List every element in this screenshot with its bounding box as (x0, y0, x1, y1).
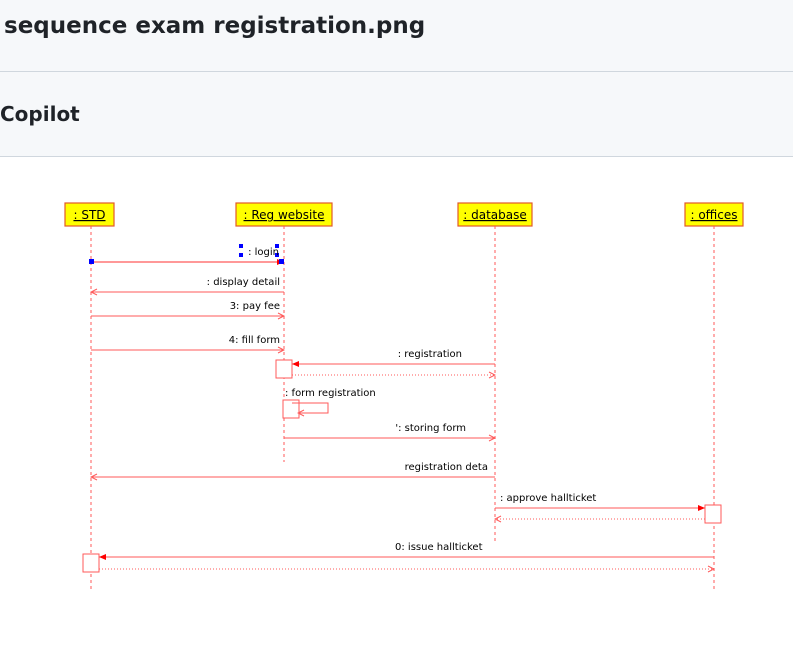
lifeline-offices[interactable]: : offices (684, 202, 744, 227)
message-label: : display detail (207, 277, 280, 288)
message-approve-hallticket[interactable]: : approve hallticket (495, 493, 705, 511)
activation-box (282, 399, 300, 419)
lifeline-database[interactable]: : database (457, 202, 533, 227)
selection-handle (275, 244, 279, 248)
message-fill-form[interactable]: 4: fill form (91, 335, 284, 350)
lifeline-offices-label: : offices (690, 208, 737, 222)
message-label: : login (248, 247, 279, 258)
message-registration-details[interactable]: registration deta (91, 462, 495, 477)
message-label: : registration (398, 349, 462, 360)
lifeline-reg-website[interactable]: : Reg website (235, 202, 333, 227)
selection-handle (239, 244, 243, 248)
selection-handle (239, 253, 243, 257)
message-label: : form registration (285, 388, 376, 399)
message-label: 0: issue hallticket (395, 542, 483, 553)
lifeline-reg-label: : Reg website (244, 208, 325, 222)
message-storing-form[interactable]: ': storing form (284, 423, 495, 438)
selection-handle (275, 253, 279, 257)
message-login[interactable]: : login (89, 244, 284, 265)
copilot-bar: Copilot (0, 72, 793, 157)
selection-handle (279, 259, 284, 264)
file-title: sequence exam registration.png (4, 13, 426, 39)
lifeline-std-label: : STD (73, 208, 105, 222)
message-label: 3: pay fee (230, 301, 280, 312)
message-label: registration deta (405, 462, 488, 473)
message-label: 4: fill form (229, 335, 280, 346)
message-label: ': storing form (395, 423, 466, 434)
activation-box (82, 553, 100, 573)
activation-box (275, 359, 293, 379)
selection-handle (89, 259, 94, 264)
lifeline-std[interactable]: : STD (64, 202, 115, 227)
message-pay-fee[interactable]: 3: pay fee (91, 301, 284, 316)
activation-box (704, 504, 722, 524)
message-registration[interactable]: : registration (292, 349, 495, 367)
message-label: : approve hallticket (500, 493, 596, 504)
message-form-registration[interactable]: : form registration (285, 388, 376, 413)
copilot-label[interactable]: Copilot (0, 102, 80, 126)
file-header: sequence exam registration.png (0, 0, 793, 72)
message-issue-hallticket[interactable]: 0: issue hallticket (99, 542, 714, 560)
sequence-diagram: : STD : Reg website : database : offices… (64, 202, 744, 592)
message-display-detail[interactable]: : display detail (91, 277, 284, 292)
lifeline-db-label: : database (463, 208, 527, 222)
